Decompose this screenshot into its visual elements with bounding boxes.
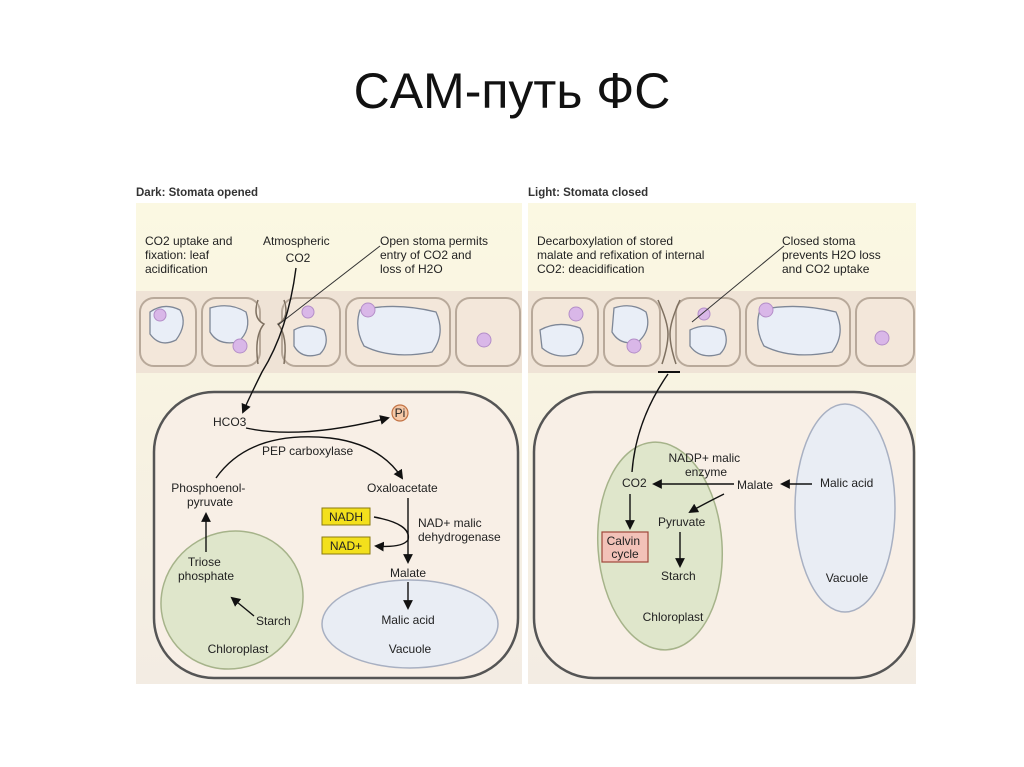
light-pyruvate: Pyruvate <box>658 515 706 529</box>
slide-title: CAM-путь ФС <box>353 63 671 119</box>
dark-panel: Dark: Stomata opened <box>136 187 522 684</box>
dark-hco3: HCO3 <box>213 415 247 429</box>
dark-pep-carboxylase: PEP carboxylase <box>262 444 353 458</box>
light-vacuole <box>794 403 896 613</box>
light-panel: Light: Stomata closed <box>528 187 916 684</box>
dark-nad: NAD+ <box>330 539 362 553</box>
light-header: Light: Stomata closed <box>528 187 648 199</box>
dark-nadh-box <box>321 507 371 526</box>
dark-note-open-stoma: Open stoma permits entry of CO2 and loss… <box>380 234 491 276</box>
dark-nad-box <box>321 536 371 555</box>
light-co2: CO2 <box>622 476 647 490</box>
dark-starch: Starch <box>256 614 291 628</box>
light-note-closed-stoma: Closed stoma prevents H2O loss and CO2 u… <box>782 234 884 276</box>
light-vacuole-label: Vacuole <box>826 571 869 585</box>
dark-malate: Malate <box>390 566 426 580</box>
dark-malic-acid: Malic acid <box>381 613 434 627</box>
light-arrows <box>625 371 812 568</box>
dark-header: Dark: Stomata opened <box>136 187 258 199</box>
light-chloroplast-label: Chloroplast <box>643 610 704 624</box>
dark-chloroplast-label: Chloroplast <box>208 642 269 656</box>
light-stoma-pointer <box>691 245 785 323</box>
dark-triose-phosphate: Triose phosphate <box>178 555 234 583</box>
dark-vacuole-label: Vacuole <box>389 642 432 656</box>
light-malate: Malate <box>737 478 773 492</box>
light-calvin-cycle: Calvin cycle <box>607 534 644 561</box>
dark-atmospheric-co2: Atmospheric CO2 <box>263 234 333 265</box>
light-note-decarboxylation: Decarboxylation of stored malate and ref… <box>537 234 708 276</box>
dark-pi-circle <box>391 404 409 422</box>
dark-phosphoenolpyruvate: Phosphoenol- pyruvate <box>171 481 248 509</box>
dark-note-uptake: CO2 uptake and fixation: leaf acidificat… <box>145 234 236 276</box>
dark-vacuole <box>321 579 499 669</box>
dark-oxaloacetate: Oxaloacetate <box>367 481 438 495</box>
dark-pi: Pi <box>395 406 406 420</box>
light-chloroplast <box>596 441 724 651</box>
dark-arrows <box>201 267 413 617</box>
light-nadp-malic-enzyme: NADP+ malic enzyme <box>668 451 743 479</box>
light-calvin-box <box>601 531 649 563</box>
light-malic-acid: Malic acid <box>820 476 873 490</box>
dark-epidermis <box>136 291 522 373</box>
dark-nadh: NADH <box>329 510 363 524</box>
dark-stoma-pointer <box>277 245 381 326</box>
dark-nad-malic-dehydrogenase: NAD+ malic dehydrogenase <box>418 516 501 544</box>
light-starch: Starch <box>661 569 696 583</box>
